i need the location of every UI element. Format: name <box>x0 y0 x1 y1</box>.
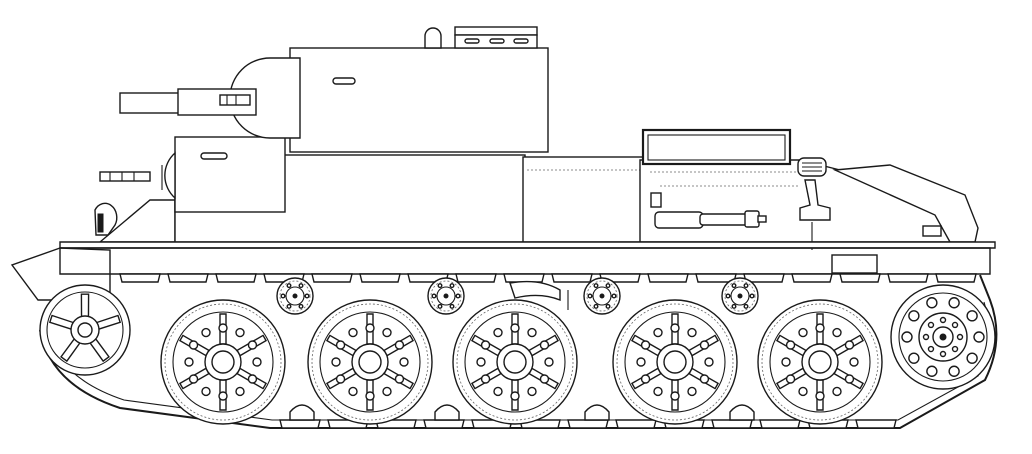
return-roller <box>427 277 465 315</box>
road-wheels <box>160 299 883 425</box>
track-link <box>551 273 593 283</box>
track-link <box>711 419 753 429</box>
track-link <box>215 273 257 283</box>
suspension-arms <box>509 280 569 310</box>
road-wheel <box>452 299 578 425</box>
track-link <box>359 273 401 283</box>
track-link <box>567 419 609 429</box>
return-roller <box>276 277 314 315</box>
track-link <box>503 273 545 283</box>
track-link <box>455 273 497 283</box>
rear-idler-wheel <box>39 284 131 376</box>
track-link <box>167 273 209 283</box>
road-wheel <box>307 299 433 425</box>
track-link <box>647 273 689 283</box>
track-link <box>759 419 801 429</box>
side-tool-stowage <box>650 192 942 237</box>
track-guide-horn <box>729 404 755 421</box>
track-guard <box>10 241 996 301</box>
track-guide-horn <box>584 404 610 421</box>
track-link <box>791 273 833 283</box>
track-link <box>839 273 881 283</box>
road-wheel <box>160 299 286 425</box>
track-link <box>119 273 161 283</box>
upper-turret <box>119 26 549 153</box>
track-guide-horn <box>434 404 460 421</box>
track-link <box>615 419 657 429</box>
track-link <box>311 273 353 283</box>
return-roller <box>583 277 621 315</box>
return-roller <box>721 277 759 315</box>
road-wheel <box>612 299 738 425</box>
drive-sprocket <box>890 284 996 390</box>
track-link <box>855 419 897 429</box>
road-wheel <box>757 299 883 425</box>
track-link <box>935 273 977 283</box>
return-rollers <box>276 277 759 315</box>
track-guide-horn <box>289 404 315 421</box>
track-link <box>279 419 321 429</box>
track-link <box>423 419 465 429</box>
track-link <box>887 273 929 283</box>
track-upper-run <box>119 273 977 283</box>
